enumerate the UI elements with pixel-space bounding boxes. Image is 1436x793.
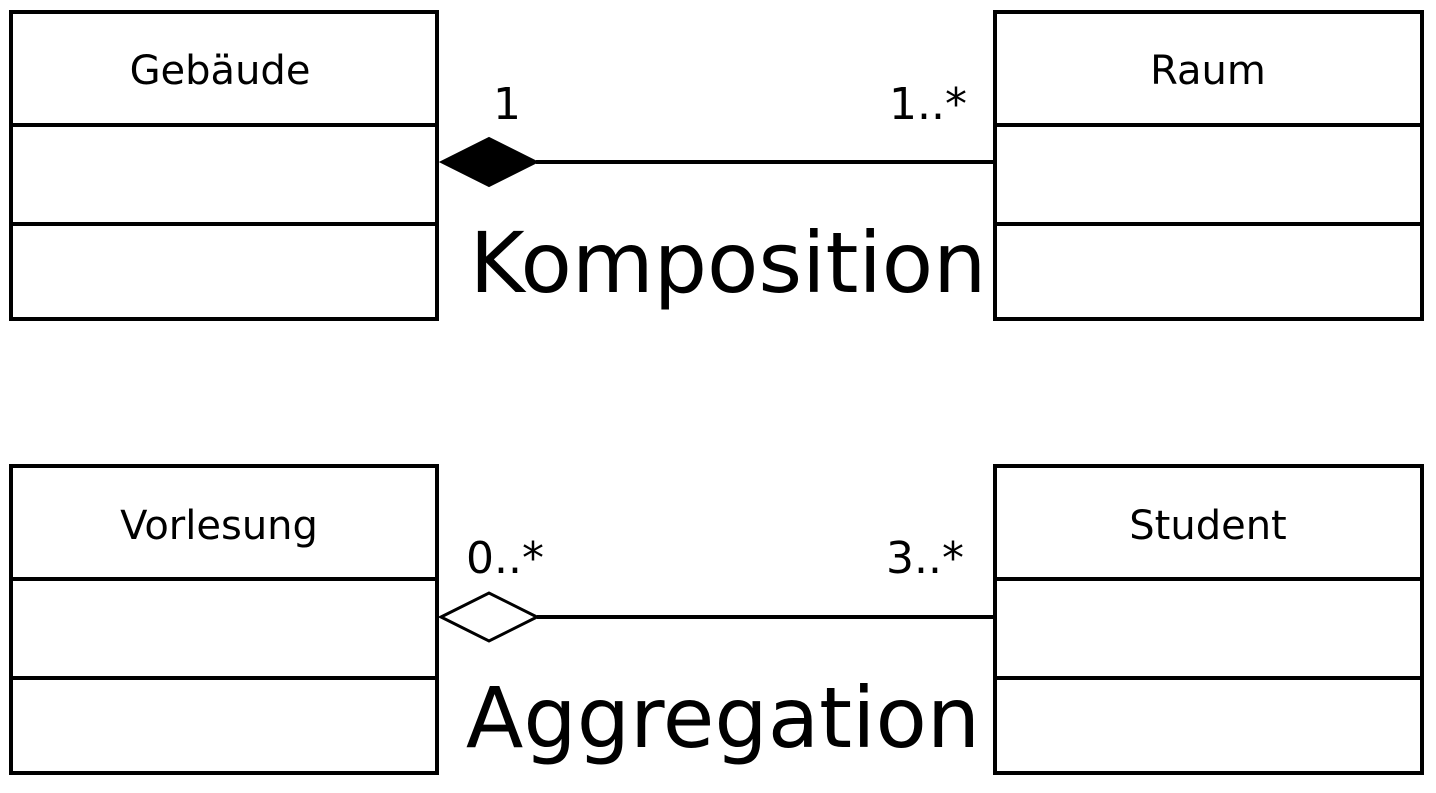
class-name-student: Student xyxy=(1129,503,1286,549)
composition-group: Gebäude Raum 1 1..* Komposition xyxy=(9,10,1424,321)
class-name-vorlesung: Vorlesung xyxy=(120,503,318,549)
hollow-diamond-icon xyxy=(437,591,541,643)
class-box-vorlesung: Vorlesung xyxy=(9,464,439,775)
aggregation-group: Vorlesung Student 0..* 3..* Aggregation xyxy=(9,464,1424,775)
aggregation-part-multiplicity: 3..* xyxy=(886,533,964,584)
aggregation-label: Aggregation xyxy=(466,669,980,767)
class-box-student-frame xyxy=(993,464,1424,775)
filled-diamond-icon xyxy=(438,136,540,188)
class-box-gebaeude: Gebäude xyxy=(9,10,439,321)
aggregation-whole-multiplicity: 0..* xyxy=(466,533,544,584)
class-name-gebaeude: Gebäude xyxy=(130,48,311,94)
composition-whole-multiplicity: 1 xyxy=(493,79,521,130)
class-name-raum: Raum xyxy=(1150,48,1266,94)
class-box-raum-frame xyxy=(993,10,1424,321)
class-box-vorlesung-frame xyxy=(9,464,439,775)
composition-part-multiplicity: 1..* xyxy=(889,79,967,130)
composition-label: Komposition xyxy=(470,214,987,312)
class-box-gebaeude-frame xyxy=(9,10,439,321)
class-box-raum: Raum xyxy=(993,10,1424,321)
class-box-student: Student xyxy=(993,464,1424,775)
